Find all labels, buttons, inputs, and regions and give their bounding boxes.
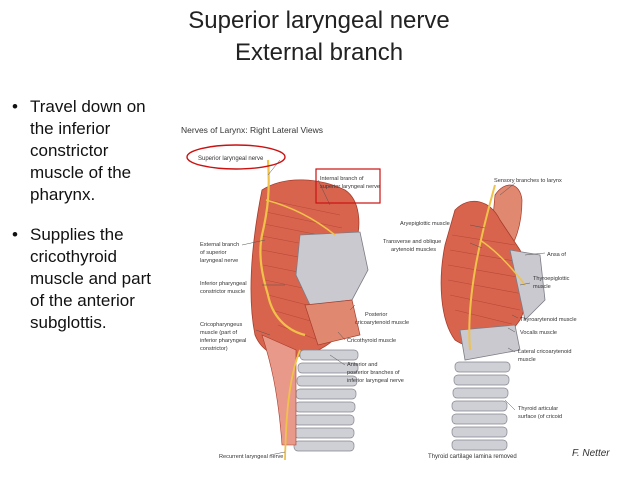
bullet-list: • Travel down on the inferior constricto… [8, 96, 178, 352]
label-external-branch: External branch of superior laryngeal ne… [200, 242, 241, 264]
bullet-line: the inferior [30, 119, 111, 138]
bullet-line: cricothyroid [30, 247, 117, 266]
bullet-dot-icon: • [12, 97, 18, 116]
label-anterior-posterior-branches: Anterior and posterior branches of infer… [347, 362, 404, 384]
cricoid-cartilage [459, 324, 521, 361]
slide-title-line-2: External branch [234, 39, 404, 66]
esophagus [261, 334, 297, 446]
label-thyroepiglottic: Thyroepiglottic muscle [533, 276, 571, 290]
trachea-right [451, 361, 511, 451]
label-ansa: Ansa of [547, 252, 566, 258]
thyroid-cartilage [295, 231, 369, 306]
highlight-ellipse [186, 144, 286, 170]
bullet-dot-icon: • [12, 225, 18, 244]
label-inferior-constrictor: Inferior pharyngeal constrictor muscle [200, 281, 248, 295]
superior-laryngeal-nerve-line [259, 159, 306, 337]
label-aryepiglottic: Aryepiglottic muscle [400, 221, 450, 227]
bullet-line: of the anterior [30, 291, 135, 310]
left-leader-lines [241, 159, 356, 456]
artist-signature: F. Netter [572, 448, 610, 459]
label-thyroid-articular: Thyroid articular surface (of cricoid [518, 406, 562, 420]
label-cricothyroid: Cricothyroid muscle [347, 338, 396, 344]
left-larynx-drawing [250, 159, 369, 461]
label-thyroarytenoid: Thyroarytenoid muscle [520, 317, 577, 323]
bullet-line: constrictor [30, 141, 109, 160]
slide-title-line-1: Superior laryngeal nerve [188, 7, 450, 34]
label-vocalis: Vocalis muscle [520, 330, 557, 336]
bullet-item: • Supplies the cricothyroid muscle and p… [8, 224, 178, 334]
bullet-line: subglottis. [30, 313, 107, 332]
trachea [293, 349, 359, 452]
bullet-line: pharynx. [30, 185, 96, 204]
thyroid-cartilage-right [509, 249, 546, 321]
label-sensory-branches: Sensory branches to larynx [494, 178, 562, 184]
label-recurrent-laryngeal-nerve: Recurrent laryngeal nerve [219, 454, 283, 460]
cricothyroid-muscle [304, 299, 361, 346]
label-lateral-cricoarytenoid: Lateral cricoarytenoid muscle [518, 349, 573, 363]
bullet-line: muscle of the [30, 163, 132, 182]
label-superior-laryngeal-nerve: Superior laryngeal nerve [198, 156, 264, 162]
right-leader-lines [469, 182, 546, 411]
label-cricopharyngeus: Cricopharyngeus muscle (part of inferior… [200, 322, 248, 352]
highlight-box [315, 168, 381, 204]
right-larynx-drawing [440, 184, 546, 451]
bullet-line: Supplies the [30, 225, 124, 244]
bullet-line: Travel down on [30, 97, 146, 116]
bullet-line: muscle and part [30, 269, 151, 288]
figure-heading: Nerves of Larynx: Right Lateral Views [181, 125, 323, 135]
muscle-fibers-right [447, 234, 524, 325]
recurrent-nerve-line [284, 349, 301, 461]
label-transverse-oblique: Transverse and oblique arytenoid muscles [383, 239, 443, 253]
nerve-branch-right-2 [479, 239, 526, 286]
nerve-branch-right [468, 184, 496, 351]
internal-branch-nerve-line [265, 199, 336, 236]
bullet-item: • Travel down on the inferior constricto… [8, 96, 178, 206]
label-posterior-cricoarytenoid: Posterior cricoarytenoid muscle [355, 312, 409, 326]
label-lamina-removed: Thyroid cartilage lamina removed [428, 454, 517, 460]
label-internal-branch: Internal branch of superior laryngeal ne… [320, 176, 380, 190]
